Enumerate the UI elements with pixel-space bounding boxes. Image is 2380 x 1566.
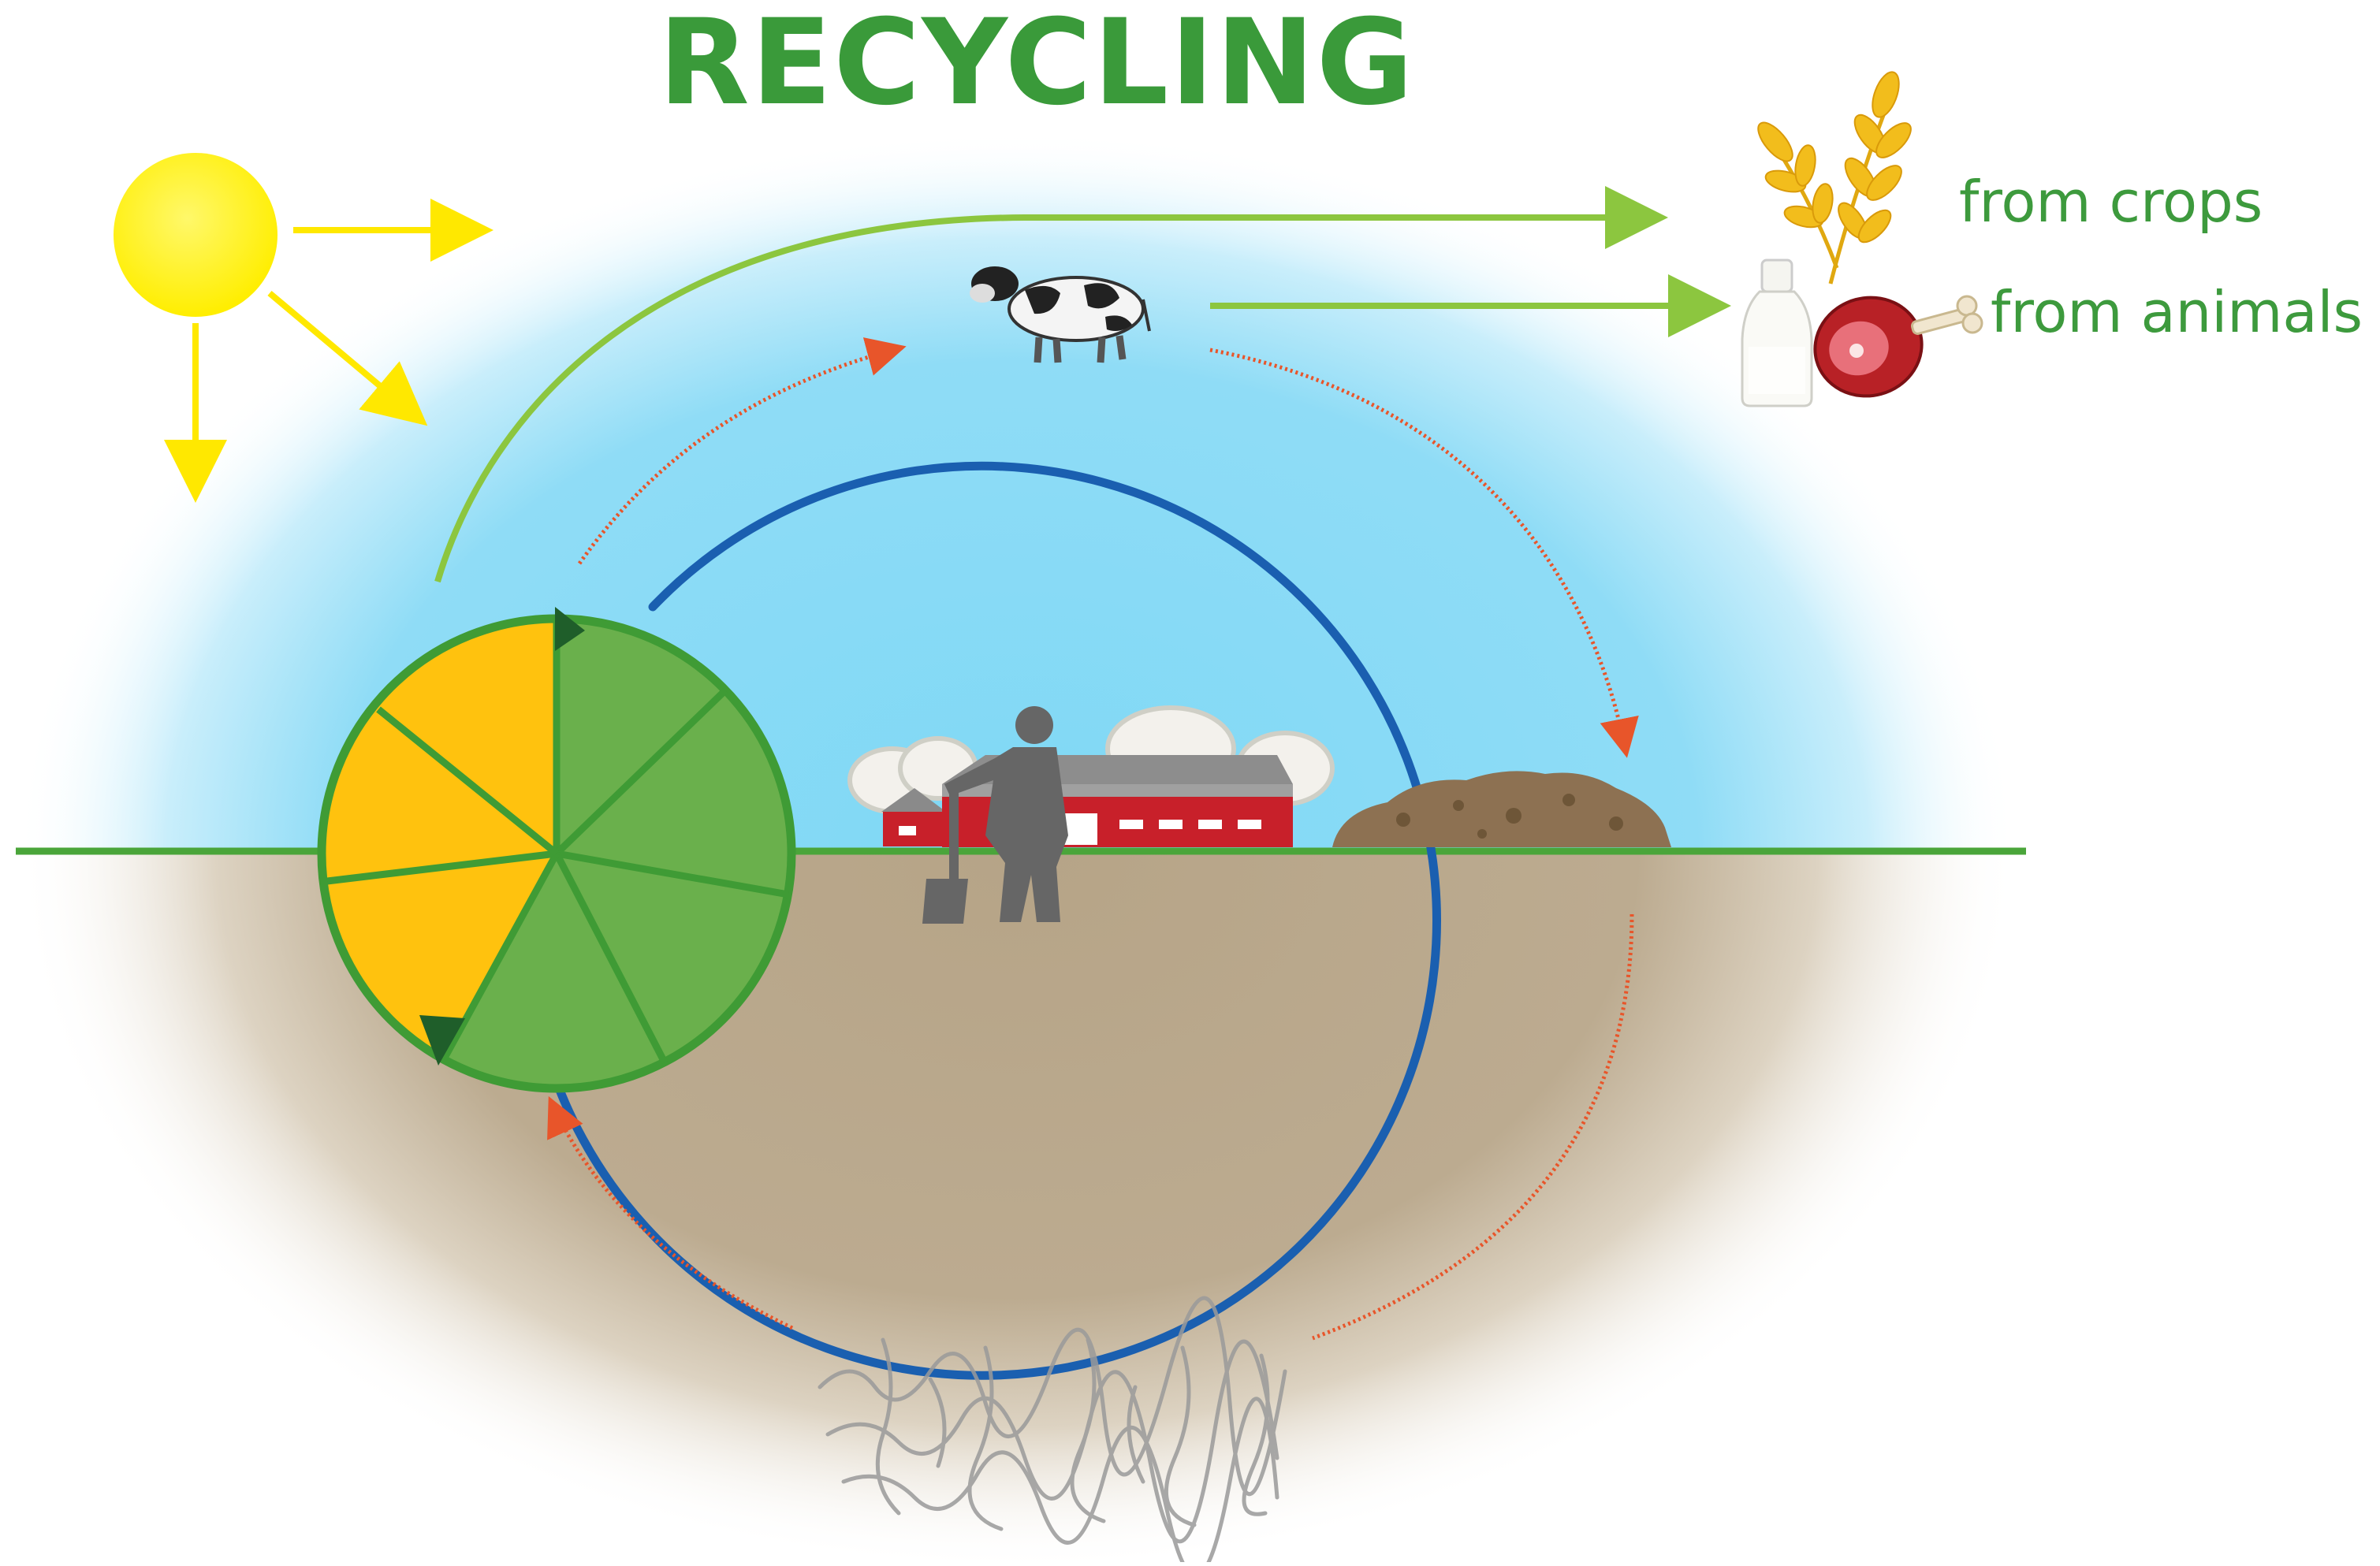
milk-bottle-icon: [1741, 259, 1813, 407]
diagram-title: RECYCLING: [658, 0, 1415, 132]
farm-buildings-icon: [847, 705, 1335, 847]
arrow-manure-to-roots: [1312, 913, 1634, 1341]
cycle-ring: [523, 461, 1441, 1380]
crops-output-label: from crops: [1959, 169, 2263, 235]
sun-icon: [114, 153, 494, 503]
meat-icon: [1813, 295, 1983, 398]
crop-rotation-wheel: [317, 607, 796, 1093]
wheat-icon: [1757, 71, 1912, 285]
roots-icon: [818, 1296, 1287, 1566]
crop-output-arrow: [434, 186, 1668, 583]
cow-icon: [970, 266, 1151, 363]
manure-heap-icon: [1332, 771, 1671, 847]
animals-output-label: from animals: [1991, 279, 2363, 345]
farmer-icon: [922, 706, 1068, 924]
nutrient-arrows: [547, 337, 1639, 1341]
wheel-pointer-bottom: [419, 1015, 465, 1066]
wheel-pointer-top: [555, 607, 585, 651]
